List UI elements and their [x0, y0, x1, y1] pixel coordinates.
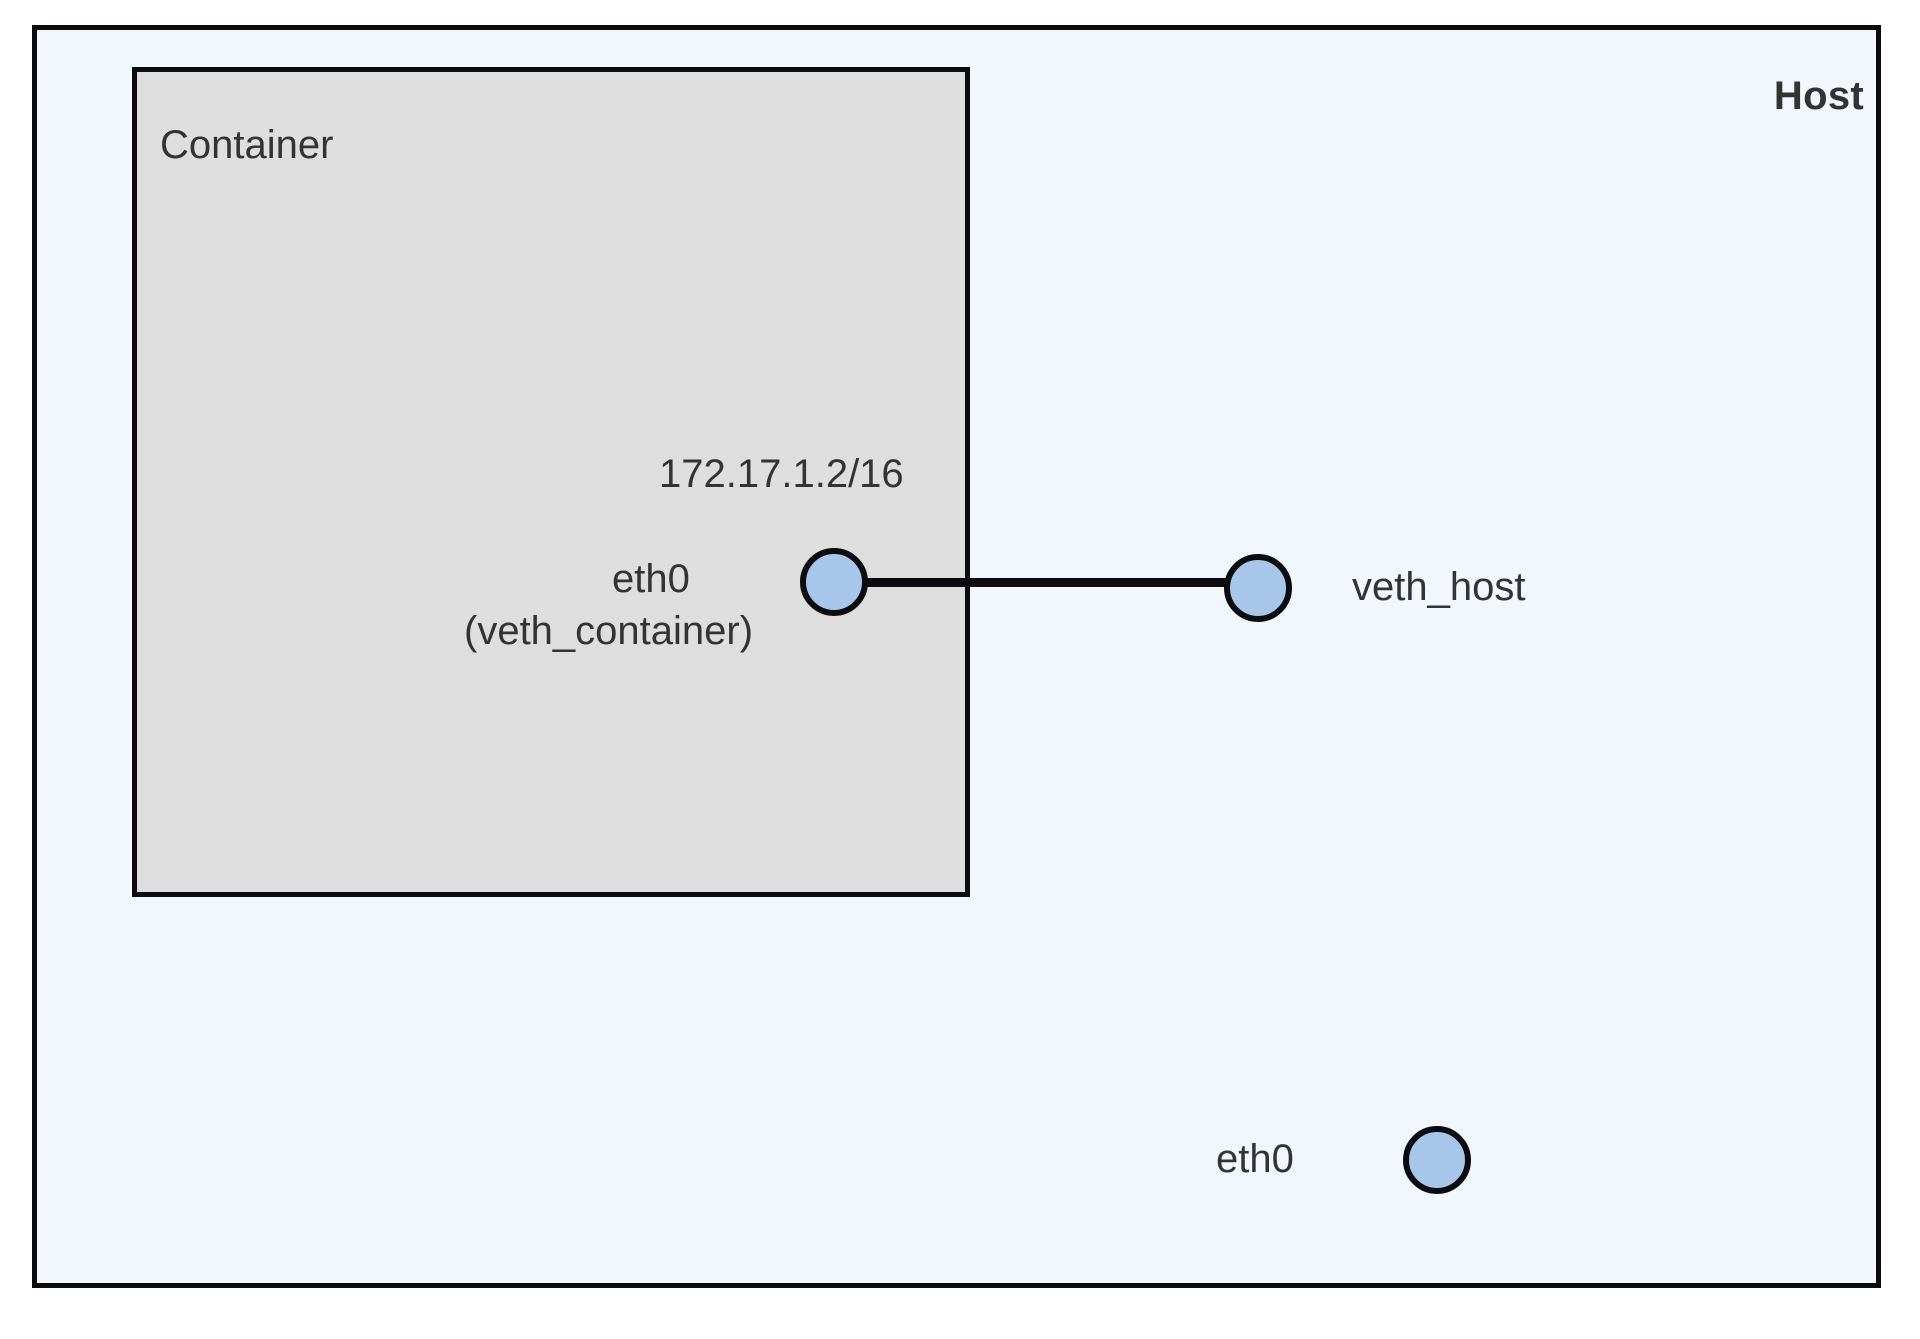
container-ip-label: 172.17.1.2/16 — [659, 452, 904, 496]
container-label: Container — [160, 123, 334, 167]
container-boundary-box — [132, 67, 970, 897]
eth0-host-node-icon[interactable] — [1403, 1126, 1471, 1194]
veth-host-label: veth_host — [1352, 565, 1526, 609]
veth-container-sublabel: (veth_container) — [464, 609, 754, 653]
veth-host-node-icon[interactable] — [1224, 554, 1292, 622]
eth0-container-label: eth0 — [612, 557, 690, 601]
host-label: Host — [1773, 74, 1864, 118]
veth-pair-link-line — [857, 578, 1234, 587]
eth0-container-node-icon[interactable] — [800, 548, 868, 616]
eth0-host-label: eth0 — [1216, 1137, 1294, 1181]
